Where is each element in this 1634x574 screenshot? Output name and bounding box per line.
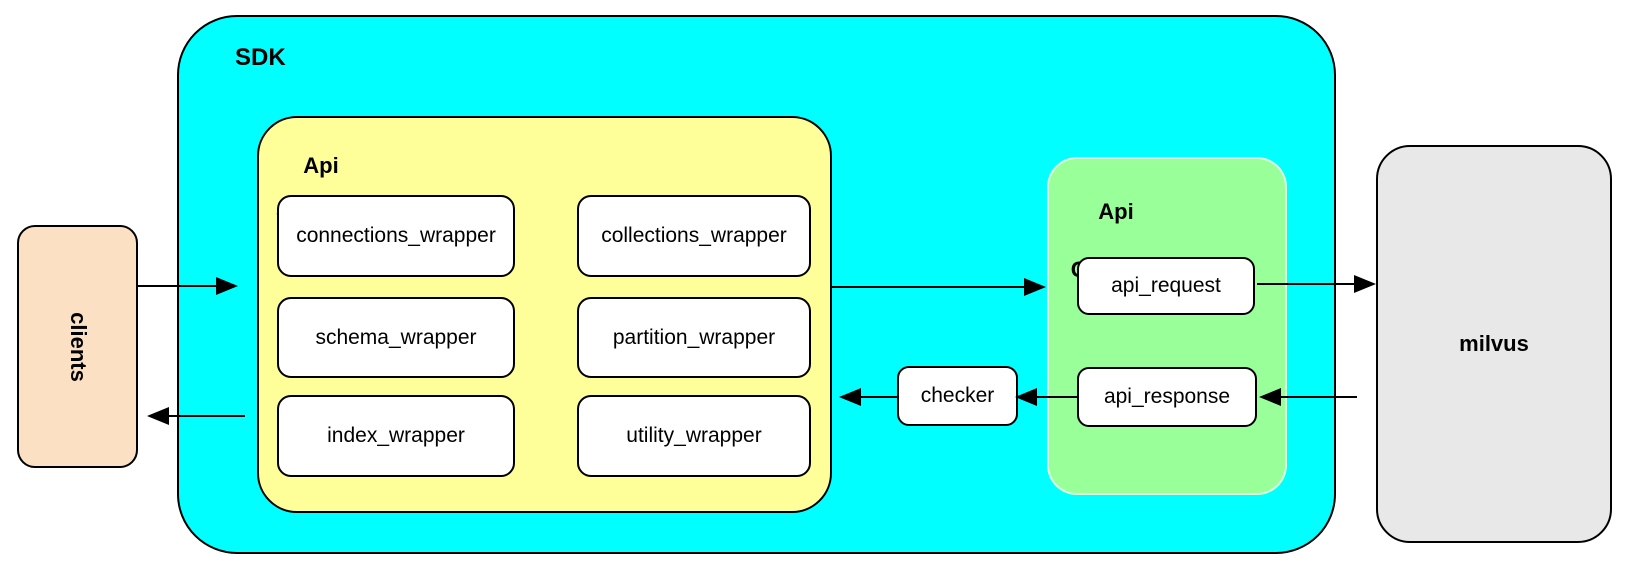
node-milvus-label: milvus: [1459, 331, 1529, 356]
arrow-shaft: [137, 285, 220, 287]
node-api-request: api_request: [1077, 257, 1255, 315]
api-wrapper-label-line1: Api: [303, 153, 339, 178]
node-utility-wrapper: utility_wrapper: [577, 395, 811, 477]
arrow-shaft: [832, 286, 1028, 288]
arrowhead-left-icon: [839, 388, 861, 406]
node-partition-wrapper: partition_wrapper: [577, 297, 811, 378]
arrow-sdk-to-clients: [147, 407, 245, 425]
arrow-shaft: [857, 396, 897, 398]
node-connections-wrapper-label: connections_wrapper: [296, 224, 496, 247]
arrow-api-request-to-milvus: [1257, 275, 1376, 293]
node-collections-wrapper: collections_wrapper: [577, 195, 811, 277]
node-api-response-label: api_response: [1103, 385, 1231, 408]
node-utility-wrapper-label: utility_wrapper: [626, 424, 762, 447]
arrowhead-left-icon: [147, 407, 169, 425]
arrow-milvus-to-api-response: [1259, 388, 1357, 406]
arrow-shaft: [165, 415, 245, 417]
node-api-response: api_response: [1077, 367, 1257, 427]
arrow-clients-to-sdk: [137, 277, 238, 295]
arrow-shaft: [1257, 283, 1358, 285]
node-index-wrapper-label: index_wrapper: [327, 424, 465, 447]
node-collections-wrapper-label: collections_wrapper: [601, 224, 787, 247]
node-partition-wrapper-label: partition_wrapper: [612, 325, 776, 349]
arrowhead-left-icon: [1015, 388, 1037, 406]
node-index-wrapper: index_wrapper: [277, 395, 515, 477]
arrow-checker-to-api-wrapper: [839, 388, 897, 406]
node-schema-wrapper: schema_wrapper: [277, 297, 515, 378]
api-gateway-label-line1: Api: [1098, 199, 1134, 224]
sdk-label: SDK: [235, 44, 286, 71]
node-checker-label: checker: [920, 384, 995, 407]
node-checker: checker: [897, 366, 1018, 426]
node-clients: clients: [17, 225, 138, 468]
node-api-request-label: api_request: [1111, 274, 1221, 297]
node-milvus: milvus: [1376, 145, 1612, 543]
node-clients-label: clients: [65, 311, 91, 382]
api-gateway-container: [1047, 157, 1287, 495]
node-connections-wrapper: connections_wrapper: [277, 195, 515, 277]
arrowhead-left-icon: [1259, 388, 1281, 406]
arrowhead-right-icon: [1354, 275, 1376, 293]
arrowhead-right-icon: [216, 277, 238, 295]
node-schema-wrapper-label: schema_wrapper: [315, 325, 477, 349]
arrow-shaft: [1277, 396, 1357, 398]
arrow-shaft: [1033, 396, 1077, 398]
arrow-api-wrapper-to-api-gateway: [832, 278, 1046, 296]
arrow-api-response-to-checker: [1015, 388, 1077, 406]
arrowhead-right-icon: [1024, 278, 1046, 296]
